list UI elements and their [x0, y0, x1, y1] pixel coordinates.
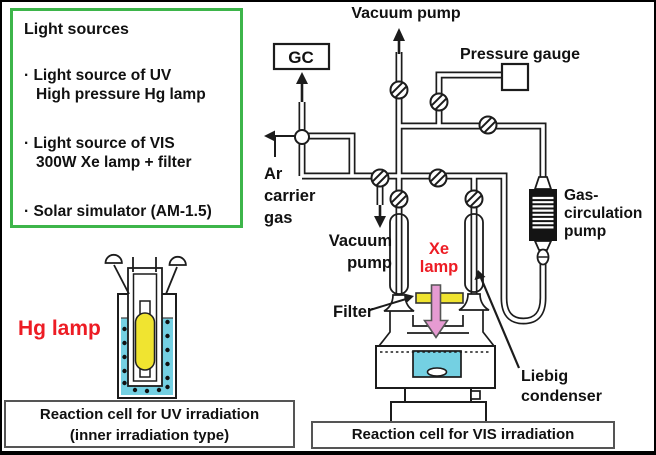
valve-icon — [428, 168, 448, 188]
light-source-item: · Light source of UV High pressure Hg la… — [24, 67, 206, 103]
valve-icon — [429, 92, 449, 112]
liebig-pointer-line — [479, 277, 521, 369]
gc-label: GC — [288, 48, 314, 67]
svg-text:gas: gas — [264, 209, 292, 227]
xe-lamp-label: Xe — [429, 240, 449, 258]
sampling-junction-icon — [294, 129, 310, 145]
pressure-gauge-box — [500, 62, 530, 92]
light-source-item: · Light source of VIS 300W Xe lamp + fil… — [24, 135, 192, 171]
uv-reaction-cell — [104, 253, 187, 399]
catalyst-particles — [122, 319, 170, 394]
filter-pointer-line — [369, 298, 407, 311]
valve-icon — [370, 168, 390, 188]
vis-cell-caption: Reaction cell for VIS irradiation — [311, 421, 615, 449]
stirrer-knob — [470, 390, 481, 400]
svg-text:lamp: lamp — [420, 258, 459, 276]
gc-box — [272, 42, 331, 71]
valve-icon — [389, 80, 409, 100]
light-source-item: · Solar simulator (AM-1.5) — [24, 203, 212, 220]
condenser-jacket-left — [389, 213, 409, 295]
filter-label: Filter — [333, 303, 374, 321]
hg-lamp-label: Hg lamp — [18, 317, 101, 340]
valve-icon — [478, 115, 498, 135]
stirrer-base — [390, 401, 487, 424]
valve-icon — [464, 189, 484, 209]
vis-reaction-cell — [375, 213, 496, 424]
pressure-gauge-label: Pressure gauge — [460, 46, 580, 63]
condenser-jacket-right — [464, 213, 484, 293]
svg-text:pump: pump — [564, 223, 606, 240]
liebig-pointer-arrow-icon — [474, 270, 486, 280]
stirrer-top — [404, 387, 472, 403]
stir-bar — [426, 367, 448, 377]
liebig-condenser-label: Liebig — [521, 368, 568, 385]
vacuum-pump-mid-label: Vacuum — [329, 232, 392, 250]
gas-circulation-pump-label: Gas- — [564, 187, 598, 204]
svg-text:carrier: carrier — [264, 187, 316, 205]
valve-icon — [389, 189, 409, 209]
filter-pointer-arrow-icon — [404, 293, 414, 303]
svg-text:circulation: circulation — [564, 205, 642, 222]
hg-lamp-bulb — [134, 312, 156, 371]
uv-cell-caption: Reaction cell for UV irradiation (inner … — [4, 400, 295, 448]
pipe-network — [298, 52, 547, 325]
gas-circulation-pump — [529, 176, 557, 266]
vent-cap-right-icon — [168, 255, 187, 266]
ar-carrier-gas-label: Ar — [264, 165, 283, 183]
flow-arrows — [296, 28, 405, 228]
light-sources-box: Light sources · Light source of UV High … — [10, 8, 243, 228]
light-sources-title: Light sources — [24, 21, 129, 38]
svg-text:pump: pump — [347, 254, 392, 272]
ar-flow-arrow-icon — [264, 130, 275, 142]
vent-cap-left-icon — [104, 253, 123, 264]
vacuum-pump-top-label: Vacuum pump — [351, 5, 461, 22]
light-beam-arrow-icon — [422, 284, 450, 339]
valves — [370, 80, 498, 209]
svg-text:condenser: condenser — [521, 388, 602, 405]
